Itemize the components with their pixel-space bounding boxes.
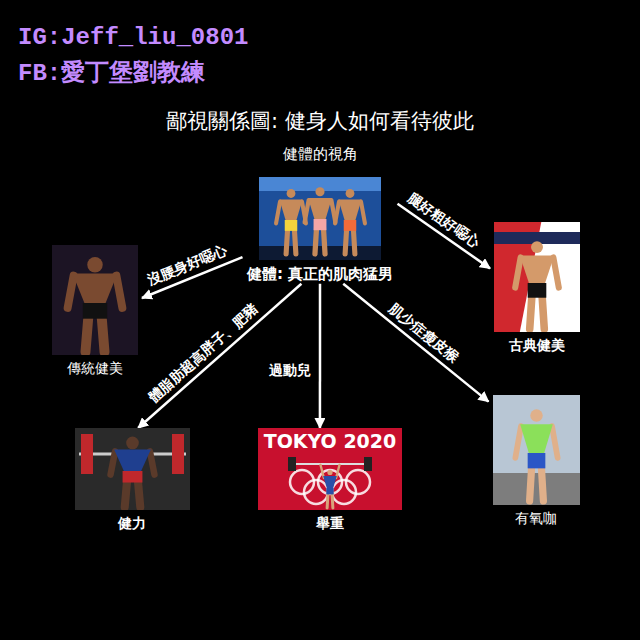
illustration-part [294, 227, 296, 254]
illustration-part [126, 437, 139, 450]
photo-illustration [493, 395, 580, 505]
photo-svg [494, 222, 580, 332]
photo-svg [75, 428, 190, 510]
illustration-part [259, 177, 381, 260]
arrow-connector [138, 284, 301, 428]
illustration-part [323, 476, 337, 488]
illustration-part [314, 219, 327, 230]
photo-illustration [75, 428, 190, 510]
illustration-part [87, 257, 102, 272]
illustration-part [116, 276, 122, 308]
illustration-part [308, 198, 332, 219]
photo-node: 健體: 真正的肌肉猛男 [243, 177, 398, 284]
illustration-part [137, 478, 140, 507]
illustration-part [335, 202, 339, 224]
photo-node: 古典健美 [490, 222, 584, 355]
node-caption: 古典健美 [490, 337, 584, 355]
arrow-connector [319, 284, 322, 428]
illustration-part [529, 463, 531, 501]
illustration-part [287, 189, 296, 198]
photo-node: 有氧咖 [489, 395, 584, 528]
diagram-title: 鄙視關係圖: 健身人如何看待彼此 [0, 107, 640, 135]
illustration-part [552, 426, 558, 458]
illustration-part [68, 276, 74, 308]
photo-svg [52, 245, 138, 355]
subtitle: 健體的視角 [0, 145, 640, 164]
illustration-part [338, 200, 361, 220]
illustration-part [305, 200, 309, 223]
watermark: FB:愛丁堡劉教練 [18, 56, 205, 88]
illustration-part [493, 395, 580, 505]
photo-illustration [52, 245, 138, 355]
illustration-part [114, 449, 151, 471]
illustration-part [304, 480, 328, 504]
watermark: IG:Jeff_liu_0801 [18, 24, 248, 51]
node-caption: 舉重 [254, 515, 406, 533]
edge-label: 肌少症瘦皮猴 [385, 299, 462, 366]
photo-svg [259, 177, 381, 260]
illustration-part [528, 283, 547, 298]
illustration-part [353, 227, 355, 254]
illustration-part [110, 451, 115, 474]
arrow-connector [343, 284, 488, 402]
illustration-part [531, 241, 543, 253]
illustration-part [73, 274, 118, 303]
illustration-part [258, 428, 402, 510]
photo [259, 177, 381, 260]
illustration-part [315, 187, 324, 196]
illustration-part [361, 202, 365, 224]
node-caption: 傳統健美 [48, 360, 142, 378]
illustration-part [279, 200, 302, 220]
illustration-part [494, 222, 580, 332]
edge-label: 體脂肪超高胖子、肥豬 [144, 300, 262, 407]
illustration-part [515, 257, 520, 287]
illustration-part [520, 255, 554, 283]
illustration-part [172, 434, 184, 474]
illustration-part [346, 189, 355, 198]
illustration-part [520, 424, 553, 453]
photo-text: TOKYO 2020 [258, 430, 402, 452]
illustration-part [149, 451, 154, 474]
illustration-part [259, 246, 381, 260]
illustration-part [527, 453, 545, 468]
illustration-part [364, 457, 372, 471]
illustration-part [332, 480, 356, 504]
illustration-part [493, 473, 580, 505]
node-caption: 健力 [71, 515, 194, 533]
illustration-part [541, 463, 543, 501]
node-caption: 健體: 真正的肌肉猛男 [243, 265, 398, 284]
photo [493, 395, 580, 505]
illustration-part [83, 303, 107, 319]
illustration-part [515, 426, 521, 458]
photo-illustration [494, 222, 580, 332]
illustration-part [530, 409, 542, 421]
illustration-part [553, 257, 558, 287]
illustration-part [52, 245, 138, 355]
illustration-part [122, 471, 142, 483]
illustration-part [286, 227, 288, 254]
edge-label: 過動兒 [268, 362, 312, 379]
photo-svg [493, 395, 580, 505]
photo [494, 222, 580, 332]
photo-node: 傳統健美 [48, 245, 142, 378]
edge-label: 腿好粗好噁心 [404, 189, 484, 252]
illustration-part [288, 457, 296, 471]
photo [75, 428, 190, 510]
photo-illustration [259, 177, 381, 260]
photo-node: 健力 [71, 428, 194, 533]
illustration-part [81, 434, 93, 474]
illustration-part [327, 470, 332, 475]
illustration-part [285, 220, 298, 231]
illustration-part [292, 463, 368, 465]
photo [52, 245, 138, 355]
photo-illustration [258, 428, 402, 510]
illustration-part [344, 220, 357, 231]
illustration-part [124, 478, 127, 507]
illustration-part [75, 428, 190, 510]
illustration-part [276, 202, 280, 224]
illustration-part [345, 227, 347, 254]
illustration-part [326, 488, 333, 494]
node-caption: 有氧咖 [489, 510, 584, 528]
edge-label: 沒腰身好噁心 [144, 241, 230, 289]
